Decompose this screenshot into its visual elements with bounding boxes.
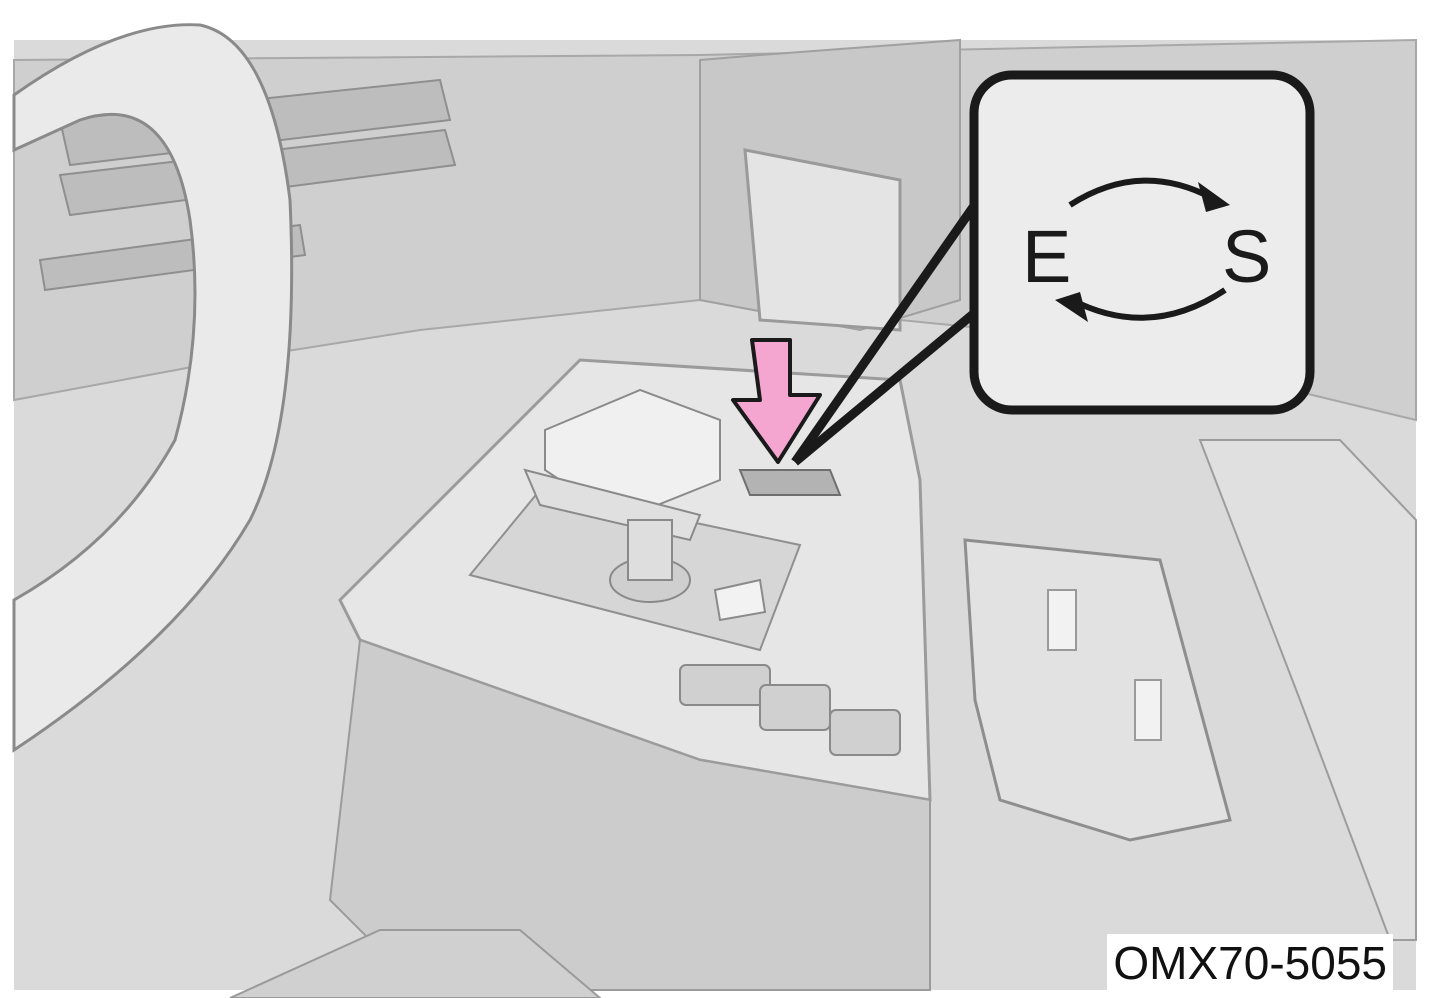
drive-mode-switch — [740, 470, 840, 495]
mode-letter-economy: E — [1022, 215, 1071, 298]
mode-letter-sport: S — [1222, 215, 1271, 298]
figure-code-label: OMX70-5055 — [1107, 934, 1393, 992]
screen-panel — [745, 150, 900, 330]
